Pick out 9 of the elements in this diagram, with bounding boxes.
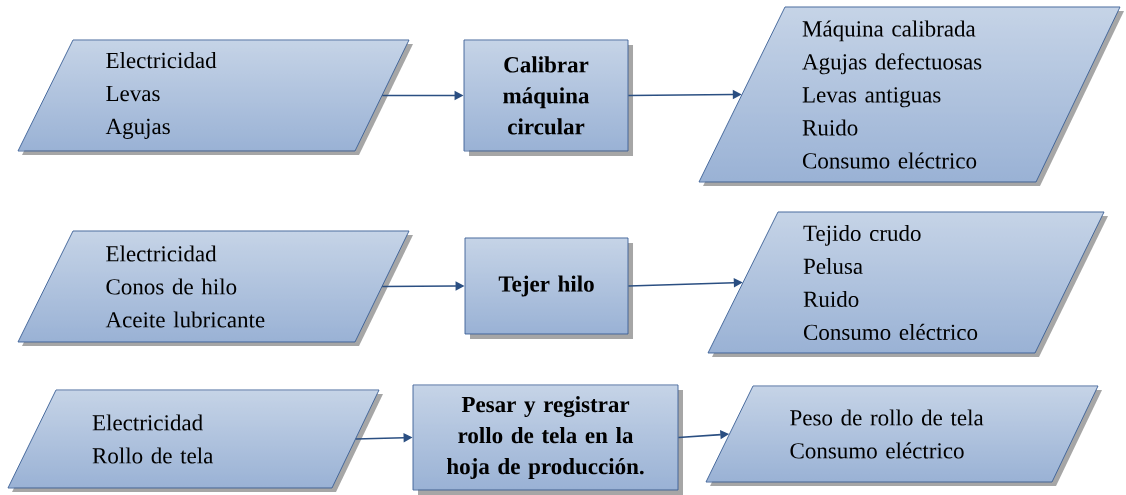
data-parallelogram: Electricidad Levas Agujas — [17, 39, 413, 155]
process-box: Pesar y registrar rollo de tela en la hoja de producción. — [412, 384, 683, 495]
data-parallelogram: Electricidad Rollo de tela — [7, 389, 383, 492]
data-parallelogram: Tejido crudo Pelusa Ruido Consumo eléctrico — [707, 211, 1108, 357]
data-parallelogram: Peso de rollo de tela Consumo eléctrico — [705, 385, 1102, 486]
data-parallelogram: Máquina calibrada Agujas defectuosas Levas antiguas Ruido Consumo eléctrico — [698, 6, 1124, 186]
process-box: Tejer hilo — [464, 237, 633, 339]
data-parallelogram: Electricidad Conos de hilo Aceite lubricante — [17, 230, 413, 346]
process-box: Calibrar máquina circular — [463, 39, 633, 156]
